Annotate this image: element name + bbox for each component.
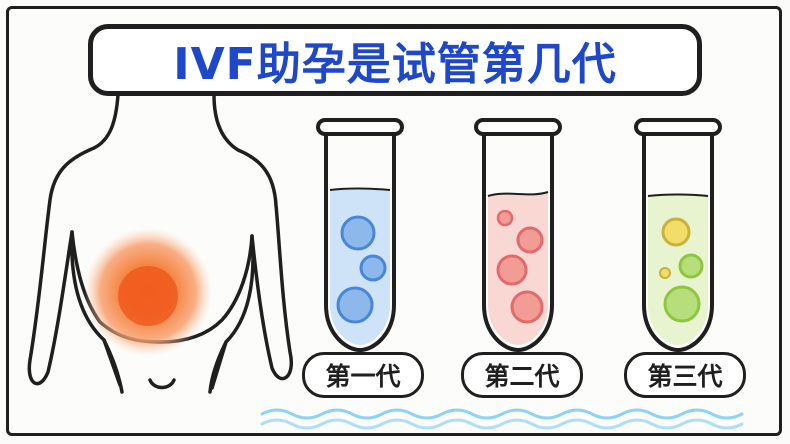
tube-label-1: 第一代 (302, 352, 424, 398)
page-title: IVF助孕是试管第几代 (173, 39, 617, 90)
cell (678, 253, 704, 279)
test-tube-2 (474, 118, 562, 353)
cell (496, 209, 514, 227)
tube-label-2: 第二代 (461, 352, 583, 398)
cell (496, 254, 528, 286)
title-banner: IVF助孕是试管第几代 (88, 24, 702, 96)
cell (661, 217, 691, 247)
uterus-dot (118, 266, 178, 326)
tube-label-3: 第三代 (624, 352, 746, 398)
cell (663, 285, 701, 323)
water-waves (260, 408, 744, 430)
cell (516, 226, 544, 254)
cell (359, 254, 387, 282)
cell (336, 286, 374, 324)
test-tube-3 (634, 118, 722, 353)
test-tube-1 (316, 118, 404, 353)
cell (510, 290, 544, 324)
cell (340, 215, 376, 251)
cell (659, 267, 671, 279)
